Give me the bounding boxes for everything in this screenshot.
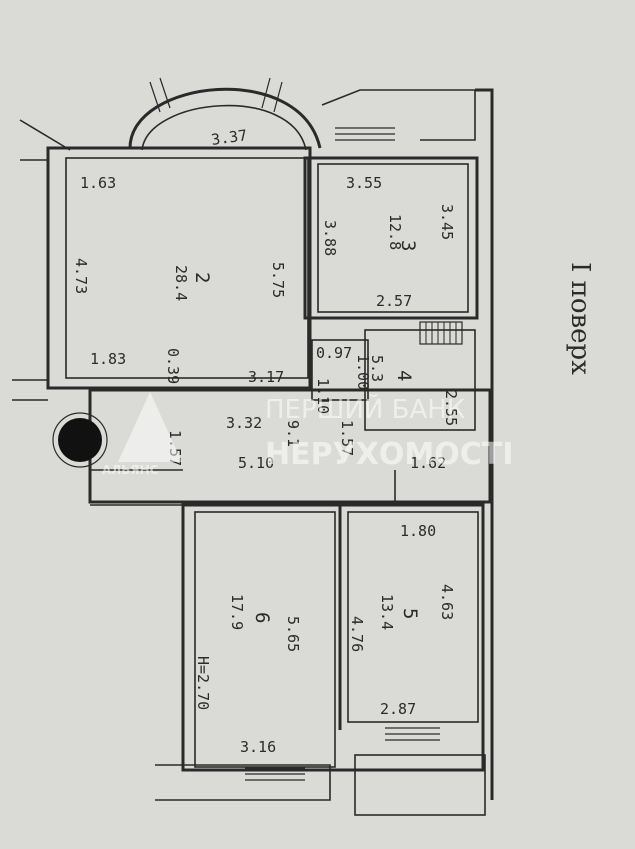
dim-label: 3.32 bbox=[226, 414, 262, 432]
area-label: 9.1 bbox=[284, 420, 302, 447]
area-label: 12.8 bbox=[386, 214, 404, 250]
room-number: 6 bbox=[251, 612, 273, 623]
ceiling-height-label: H=2.70 bbox=[194, 656, 212, 710]
column-mark bbox=[58, 418, 102, 462]
dim-label: 1.00 bbox=[354, 354, 372, 390]
dim-label: 3.88 bbox=[321, 220, 339, 256]
dim-label: 0.97 bbox=[316, 344, 352, 362]
watermark-line1: ПЕРШИЙ БАНК bbox=[265, 393, 465, 425]
watermark-logo-icon bbox=[118, 392, 182, 462]
room-number: 4 bbox=[393, 370, 415, 381]
dim-label: 5.75 bbox=[269, 262, 287, 298]
room-number: 2 bbox=[191, 272, 213, 283]
dim-label: 5.65 bbox=[284, 616, 302, 652]
watermark-line2: НЕРУХОМОСТІ bbox=[265, 437, 513, 472]
dim-label: 1.62 bbox=[410, 454, 446, 472]
dim-label: 1.83 bbox=[90, 350, 126, 368]
room-number: 5 bbox=[399, 608, 421, 619]
watermark-logo-text: АЛЬЯНС bbox=[102, 463, 159, 477]
dim-label: 3.17 bbox=[248, 368, 284, 386]
dim-label: 4.73 bbox=[72, 258, 90, 294]
dim-label: 2.57 bbox=[376, 292, 412, 310]
dim-label: 4.76 bbox=[348, 616, 366, 652]
dim-label: 3.37 bbox=[210, 126, 248, 149]
area-label: 17.9 bbox=[228, 594, 246, 630]
watermark: ПЕРШИЙ БАНК НЕРУХОМОСТІ АЛЬЯНС bbox=[102, 392, 513, 477]
dim-label: 1.63 bbox=[80, 174, 116, 192]
dim-label: 1.80 bbox=[400, 522, 436, 540]
dimension-labels: 3.37 1.63 28.4 2 5.75 4.73 1.83 0.39 3.1… bbox=[72, 126, 460, 756]
dim-label: 1.57 bbox=[338, 420, 356, 456]
area-label: 13.4 bbox=[378, 594, 396, 630]
dim-label: 0.39 bbox=[164, 348, 182, 384]
dim-label: 3.55 bbox=[346, 174, 382, 192]
dim-label: 5.10 bbox=[238, 454, 274, 472]
dim-label: 3.16 bbox=[240, 738, 276, 756]
area-label: 28.4 bbox=[172, 265, 190, 301]
dim-label: 2.87 bbox=[380, 700, 416, 718]
dim-label: 4.63 bbox=[438, 584, 456, 620]
area-label: 5.3 bbox=[368, 355, 386, 382]
room-number: 3 bbox=[397, 240, 419, 251]
dim-label: 3.45 bbox=[438, 204, 456, 240]
dim-label: 1.10 bbox=[314, 378, 332, 414]
floor-label: I поверх bbox=[565, 262, 595, 375]
dim-label: 2.55 bbox=[442, 390, 460, 426]
